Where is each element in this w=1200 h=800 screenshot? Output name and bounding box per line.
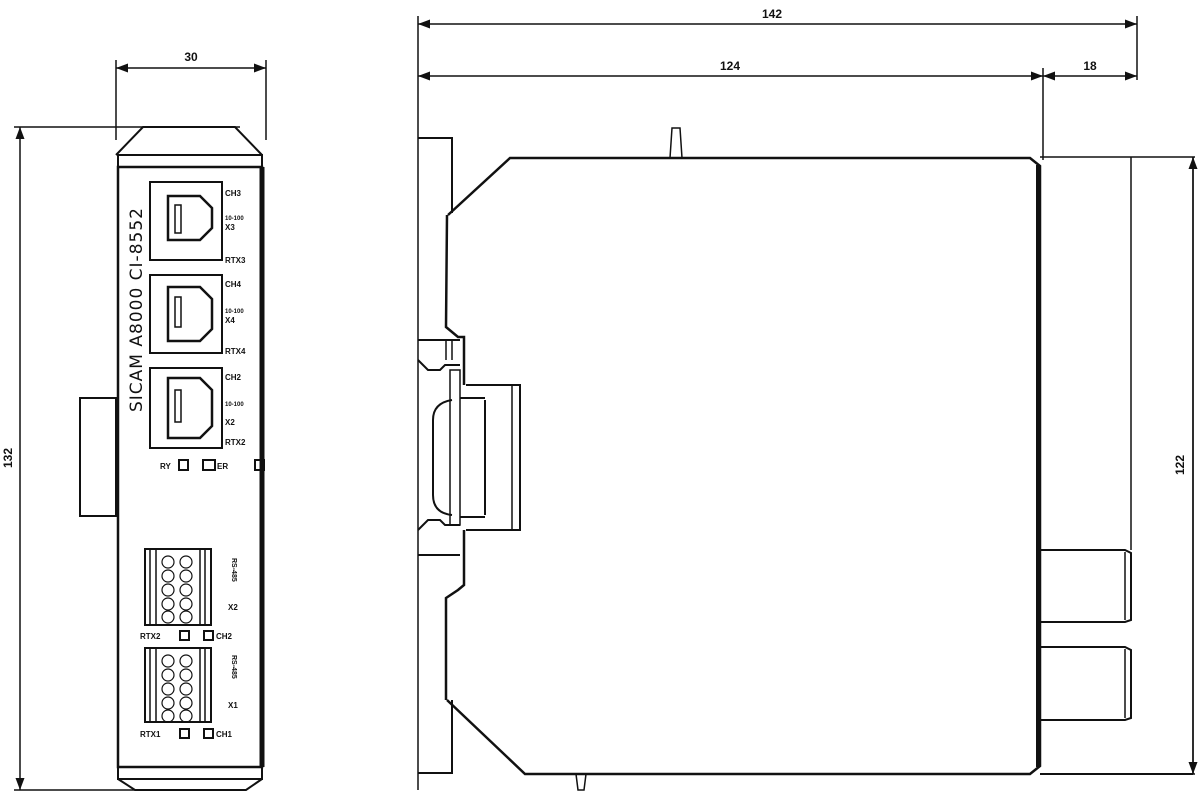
serial-x2-spec: RS-485 (230, 558, 237, 582)
serial-x2-label: X2 (228, 603, 238, 612)
serial-x2-rtx: RTX2 (140, 632, 161, 641)
front-view (14, 60, 267, 791)
port-x2-x: X2 (225, 418, 235, 427)
ethernet-port-x4 (149, 274, 223, 354)
port-x4-x: X4 (225, 316, 235, 325)
serial-x1-ch: CH1 (216, 730, 233, 739)
led-er-label: ER (217, 462, 228, 471)
port-x4-speed: 10-100 (225, 309, 244, 315)
port-x4-ch: CH4 (225, 280, 242, 289)
serial-x2-ch: CH2 (216, 632, 233, 641)
dim-overall-depth-label: 142 (762, 7, 782, 21)
port-x3-speed: 10-100 (225, 216, 244, 222)
dimension-side-height (1040, 156, 1198, 775)
dim-side-height-label: 122 (1173, 455, 1187, 475)
status-led-row (178, 459, 265, 471)
dim-width-label: 30 (184, 50, 198, 64)
dim-height-label: 132 (1, 448, 15, 468)
dimension-body-depth (418, 68, 1137, 160)
serial-x1-label: X1 (228, 701, 238, 710)
din-rail-clip (417, 339, 521, 556)
dimension-overall-depth (417, 16, 1138, 790)
port-x3-x: X3 (225, 223, 235, 232)
port-x2-speed: 10-100 (225, 402, 244, 408)
side-connector-upper (1040, 549, 1132, 623)
side-connector-lower (1040, 646, 1132, 721)
port-x2-rtx: RTX2 (225, 438, 246, 447)
port-x3-rtx: RTX3 (225, 256, 246, 265)
brand-label: SICAM A8000 CI-8552 (127, 207, 147, 412)
port-x4-rtx: RTX4 (225, 347, 246, 356)
led-ry-label: RY (160, 462, 171, 471)
serial-terminal-x2 (144, 548, 214, 641)
serial-x1-rtx: RTX1 (140, 730, 161, 739)
ethernet-port-x2 (149, 367, 223, 449)
dim-connector-depth-label: 18 (1083, 59, 1097, 73)
serial-x1-spec: RS-485 (230, 655, 237, 679)
side-view (417, 16, 1198, 791)
port-x3-ch: CH3 (225, 189, 242, 198)
dim-body-depth-label: 124 (720, 59, 740, 73)
ethernet-port-x3 (149, 181, 223, 261)
serial-terminal-x1 (144, 647, 214, 739)
port-x2-ch: CH2 (225, 373, 242, 382)
